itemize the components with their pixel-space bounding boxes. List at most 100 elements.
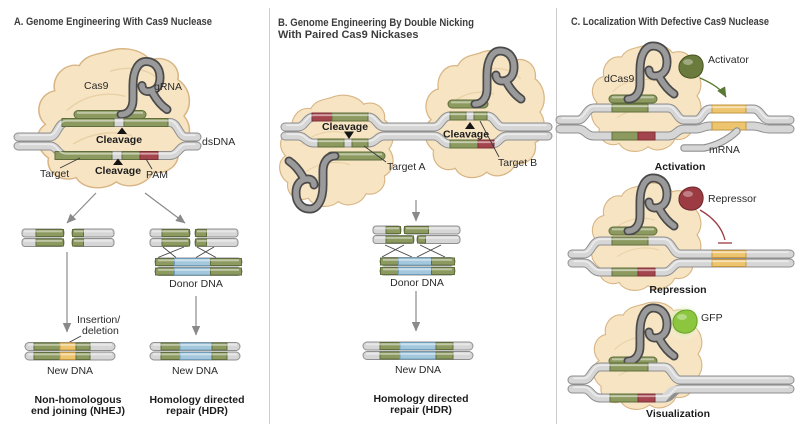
dcas9-label: dCas9 [604,73,635,85]
grna-duplex-bar [73,110,147,119]
pam-segment [637,131,656,141]
target-a-pointer-line [363,145,387,163]
target-a-label: Target A [387,161,426,173]
gfp-label: GFP [701,312,723,324]
hdr-pathway-label-2: repair (HDR) [390,404,452,416]
recombination-lines [381,244,446,258]
nhej-pathway-label-2: end joining (NHEJ) [31,405,125,417]
branch-arrow-hdr [144,192,186,224]
target-segment [609,393,639,403]
cleavage-triangle-icon [465,122,475,129]
donor-dna [379,257,456,276]
cas9-label: Cas9 [84,80,109,92]
cleavage-triangle-icon [344,131,354,139]
dsdna-strands [280,111,553,149]
dsdna-strands [13,118,202,160]
mrna-strand [680,127,741,152]
target-segment [611,236,649,246]
panel-b-title-2: With Paired Cas9 Nickases [278,29,419,41]
panel-a-title: A. Genome Engineering With Cas9 Nuclease [14,16,212,28]
pam-segment [637,393,656,403]
new-dna-nhej [24,342,116,361]
pam-segment [637,267,656,277]
target-segment [473,111,488,121]
insertion-pointer-line [67,335,82,344]
new-dna-label-hdr: New DNA [172,365,218,377]
panel-b-title-1: B. Genome Engineering By Double Nicking [278,17,474,29]
target-label: Target [40,168,69,180]
panel-c: C. Localization With Defective Cas9 Nucl… [555,16,795,420]
hdr-pathway-label-1: Homology directed [149,394,244,406]
repressor-label: Repressor [708,193,757,205]
new-dna-label: New DNA [395,364,441,376]
donor-dna [154,257,243,276]
target-segment [331,112,369,122]
target-segment [449,111,467,121]
target-segment [449,139,479,149]
target-b-label: Target B [498,157,537,169]
cut-dna-fragments [372,225,461,244]
pam-pointer-line [145,158,153,170]
dsdna-strands [567,362,795,403]
pam-segment [311,112,333,122]
new-dna-hdr [149,342,241,361]
repression-site-segment [711,259,747,267]
activation-site-segment [711,121,747,131]
activator-label: Activator [708,54,749,66]
new-dna-label-nhej: New DNA [47,365,93,377]
target-segment [123,118,169,127]
activation-arrow [699,77,727,98]
insertion-deletion-label-1: Insertion/ [77,314,120,326]
cut-dna-fragments-nhej [21,228,115,247]
target-pointer-line [59,157,81,169]
hdr-pathway-label-1: Homology directed [373,393,468,405]
activation-site-segment [711,104,747,114]
donor-dna-label: Donor DNA [390,277,444,289]
repression-diagram: Repressor Repression [567,178,795,296]
pam-label: PAM [146,169,168,181]
repressor-blob [678,186,704,211]
insertion-deletion-label-2: deletion [82,325,119,337]
target-segment [611,267,639,277]
panel-b: B. Genome Engineering By Double Nicking … [278,17,553,416]
cleavage-label-bottom: Cleavage [95,165,141,177]
hdr-pathway-label-2: repair (HDR) [166,405,228,417]
recombination-lines [157,246,217,258]
branch-arrow-nhej [66,192,97,224]
visualization-label: Visualization [646,408,710,420]
activation-diagram: dCas9 Activator mRNA Activation [555,44,795,173]
cleavage-label-left: Cleavage [322,121,368,133]
pam-segment [477,139,495,149]
target-segment [121,151,141,160]
mrna-label: mRNA [709,144,740,156]
activator-blob [678,54,704,79]
dsdna-strands [567,236,795,277]
repression-site-segment [711,250,747,258]
repression-inhibitor-line [699,209,732,244]
panel-c-title: C. Localization With Defective Cas9 Nucl… [571,16,769,28]
target-segment [611,103,649,113]
gfp-blob [672,309,698,334]
cut-dna-fragments-hdr [149,228,239,247]
cleavage-triangle-icon [117,127,127,134]
donor-dna-label: Donor DNA [169,278,223,290]
target-segment [609,362,649,372]
target-segment [351,138,369,148]
target-segment [317,138,345,148]
cleavage-triangle-icon [113,158,123,165]
target-b-pointer-line [479,120,500,158]
dsdna-strands [555,103,795,141]
panel-a: A. Genome Engineering With Cas9 Nuclease [13,16,245,417]
new-dna [362,341,474,360]
cleavage-label-top: Cleavage [96,134,142,146]
grna-label: gRNA [154,81,182,93]
pam-segment [139,151,159,160]
dsdna-label: dsDNA [202,136,235,148]
activation-label: Activation [655,161,706,173]
cleavage-label-right: Cleavage [443,129,489,141]
target-segment [54,151,113,160]
repression-label: Repression [649,284,706,296]
target-segment [61,118,115,127]
